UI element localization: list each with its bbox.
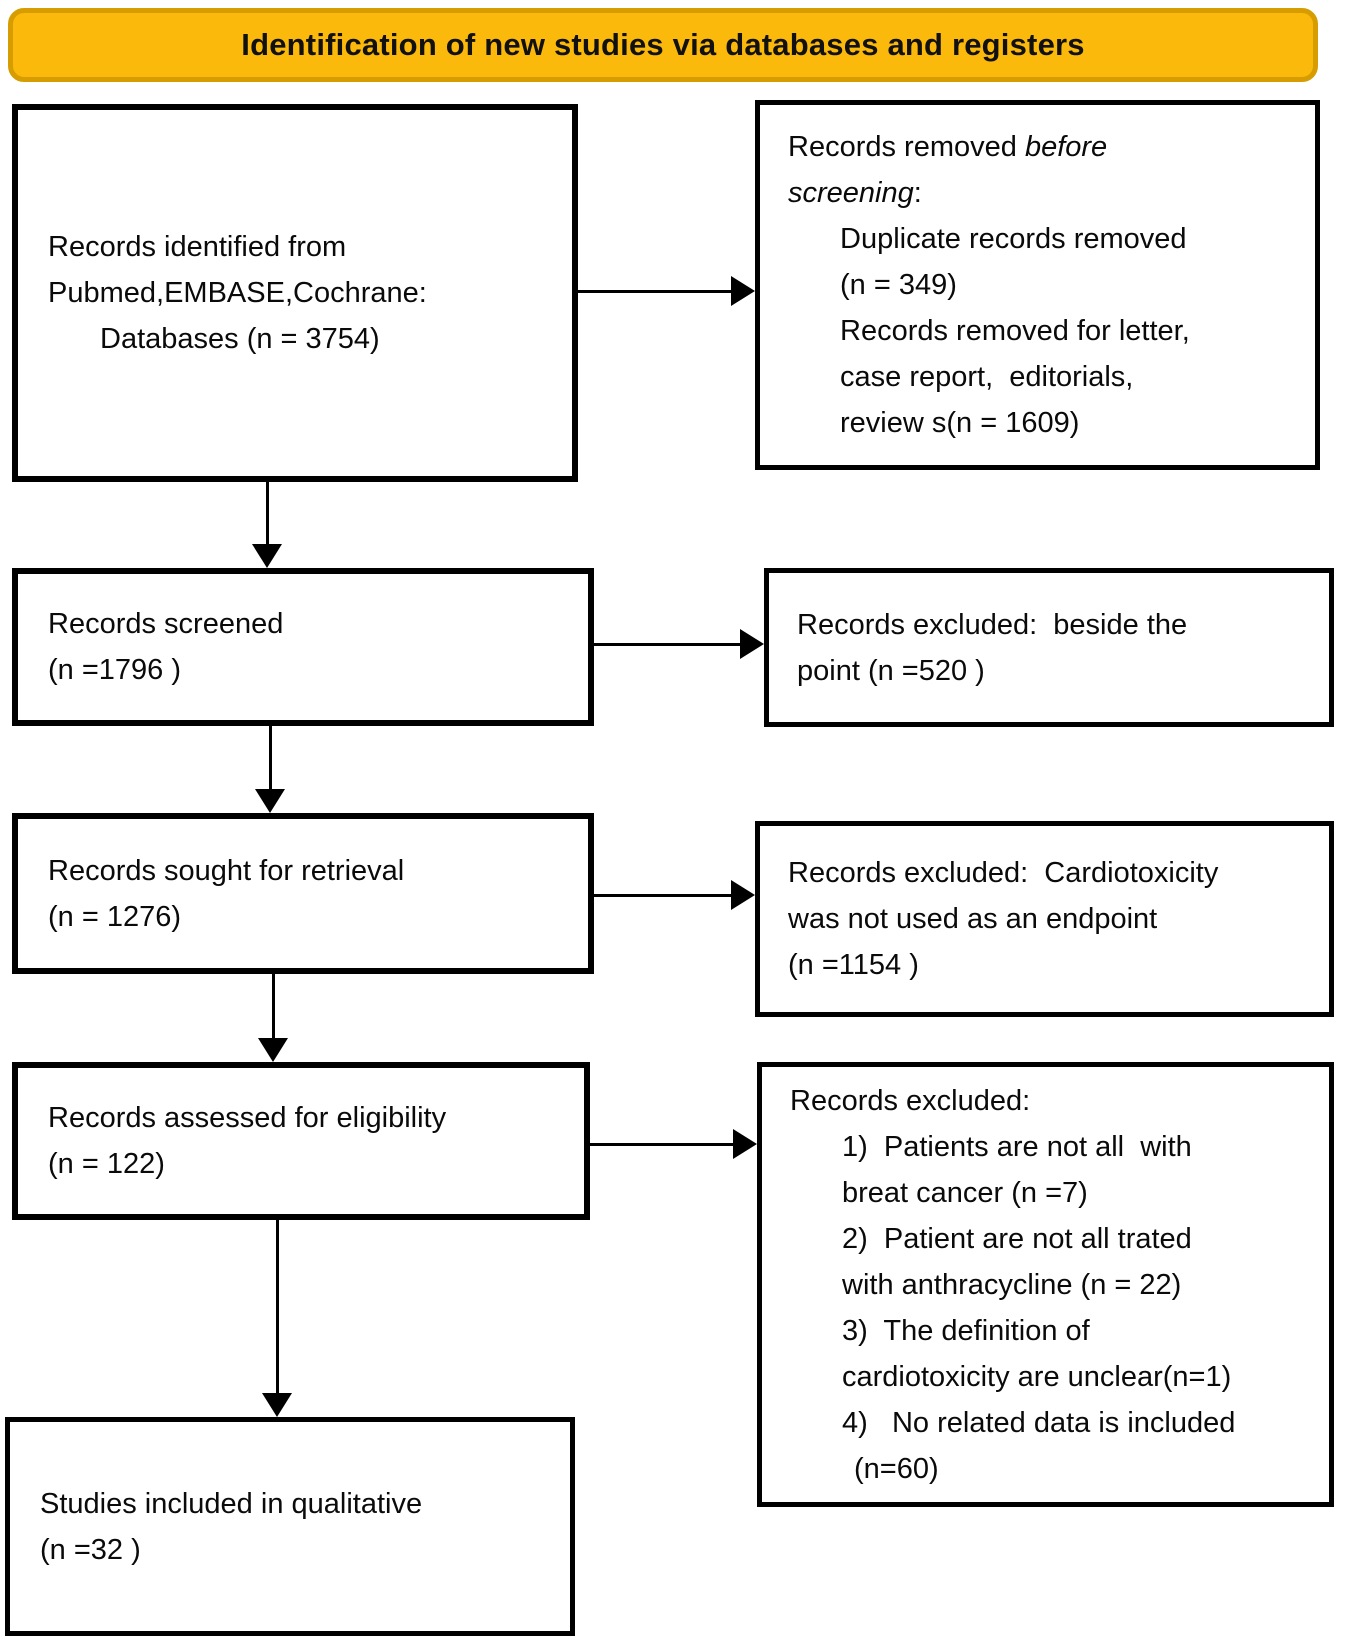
- removed-item2-line1: Records removed for letter,: [840, 315, 1190, 347]
- excluded-eligibility-item1-line2: breat cancer (n =7): [842, 1176, 1088, 1209]
- records-assessed-line2: (n = 122): [48, 1148, 165, 1180]
- excluded-eligibility-item4-line2: (n=60): [854, 1452, 939, 1485]
- excluded-eligibility-item2-line2: with anthracycline (n = 22): [842, 1268, 1182, 1301]
- excluded-eligibility-item4-line1: 4) No related data is included: [842, 1406, 1236, 1439]
- removed-lead-normal: Records removed: [788, 131, 1025, 163]
- excluded-eligibility-item1-line1: 1) Patients are not all with: [842, 1130, 1192, 1163]
- arrow-down-icon: [255, 789, 285, 813]
- excluded-eligibility-heading: Records excluded:: [790, 1084, 1031, 1117]
- excluded-eligibility-item3-line1: 3) The definition of: [842, 1314, 1090, 1347]
- header-banner: Identification of new studies via databa…: [8, 8, 1318, 82]
- removed-item2-line3: review s(n = 1609): [840, 407, 1080, 439]
- box-records-removed-before-screening: Records removed before screening: Duplic…: [755, 100, 1320, 470]
- removed-before-screening-line2: screening:: [788, 170, 1307, 216]
- records-identified-line1: Records identified from: [48, 231, 347, 263]
- excluded-eligibility-item3-line2: cardiotoxicity are unclear(n=1): [842, 1360, 1232, 1393]
- records-identified-line3: Databases (n = 3754): [100, 323, 380, 355]
- excluded-endpoint-line3: (n =1154 ): [788, 949, 919, 981]
- box-records-excluded-beside-point: Records excluded: beside the point (n =5…: [764, 568, 1334, 727]
- box-records-sought-retrieval: Records sought for retrieval (n = 1276): [12, 813, 594, 974]
- box-records-screened: Records screened (n =1796 ): [12, 568, 594, 726]
- records-screened-line2: (n =1796 ): [48, 654, 182, 686]
- arrow-right-icon: [740, 629, 764, 659]
- box-records-excluded-eligibility: Records excluded: 1) Patients are not al…: [757, 1062, 1334, 1507]
- box-records-identified: Records identified from Pubmed,EMBASE,Co…: [12, 104, 578, 482]
- removed-item2-line2: case report, editorials,: [840, 361, 1134, 393]
- records-assessed-line1: Records assessed for eligibility: [48, 1102, 447, 1134]
- arrow-right-icon: [731, 276, 755, 306]
- box-studies-included: Studies included in qualitative (n =32 ): [5, 1417, 575, 1636]
- records-sought-line2: (n = 1276): [48, 900, 182, 933]
- records-sought-line1: Records sought for retrieval: [48, 854, 405, 887]
- removed-lead-italic: before: [1024, 131, 1108, 163]
- arrow-right-icon: [731, 880, 755, 910]
- removed-item1-line1: Duplicate records removed: [840, 223, 1187, 255]
- removed-lead2-italic: screening: [788, 177, 914, 209]
- excluded-eligibility-item2-line1: 2) Patient are not all trated: [842, 1222, 1192, 1255]
- arrow-down-icon: [252, 544, 282, 568]
- studies-included-line2: (n =32 ): [40, 1533, 141, 1566]
- removed-item1-line2: (n = 349): [840, 269, 957, 301]
- excluded-beside-point-line1: Records excluded: beside the: [797, 608, 1188, 641]
- header-title: Identification of new studies via databa…: [241, 27, 1085, 62]
- box-records-assessed-eligibility: Records assessed for eligibility (n = 12…: [12, 1062, 590, 1220]
- arrow-right-icon: [733, 1129, 757, 1159]
- excluded-endpoint-line1: Records excluded: Cardiotoxicity: [788, 857, 1219, 889]
- records-screened-line1: Records screened: [48, 608, 284, 640]
- box-records-excluded-endpoint: Records excluded: Cardiotoxicity was not…: [755, 821, 1334, 1017]
- removed-lead2-normal: :: [913, 177, 922, 209]
- removed-before-screening-line1: Records removed before: [788, 124, 1307, 170]
- records-identified-line2: Pubmed,EMBASE,Cochrane:: [48, 277, 427, 309]
- excluded-beside-point-line2: point (n =520 ): [797, 654, 985, 687]
- excluded-endpoint-line2: was not used as an endpoint: [788, 903, 1158, 935]
- studies-included-line1: Studies included in qualitative: [40, 1487, 423, 1520]
- arrow-down-icon: [258, 1038, 288, 1062]
- arrow-down-icon: [262, 1393, 292, 1417]
